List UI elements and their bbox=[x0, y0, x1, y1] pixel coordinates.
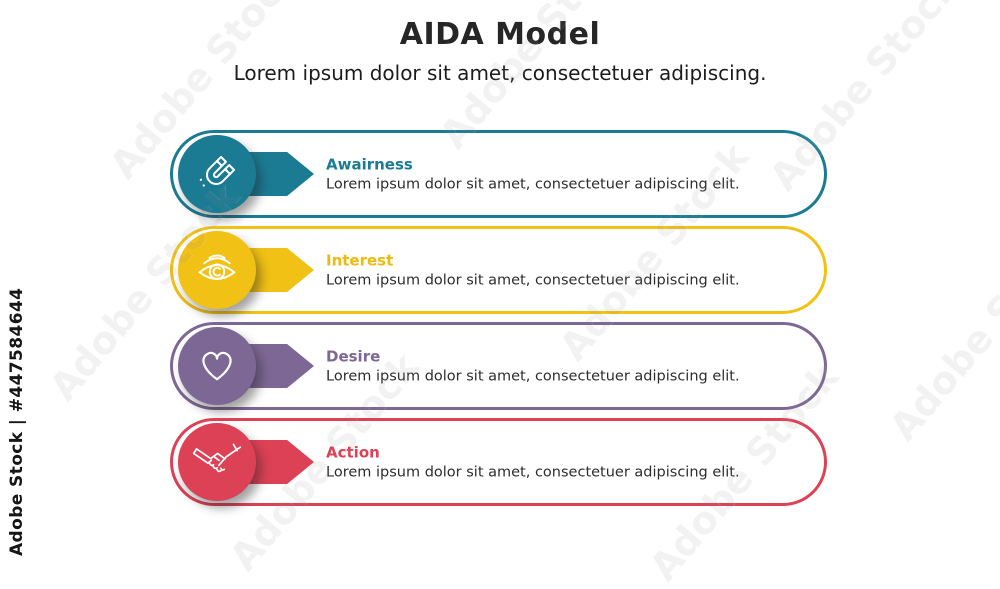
row-description: Lorem ipsum dolor sit amet, consectetuer… bbox=[326, 272, 740, 289]
row-icon-badge bbox=[178, 327, 256, 405]
handshake-icon bbox=[192, 443, 242, 473]
row-icon-badge bbox=[178, 135, 256, 213]
page-subtitle: Lorem ipsum dolor sit amet, consectetuer… bbox=[233, 61, 767, 85]
page: { "stock": { "vertical_label": "Adobe St… bbox=[7, 0, 1000, 589]
process-row-awareness: Awairness Lorem ipsum dolor sit amet, co… bbox=[170, 130, 827, 218]
row-capsule bbox=[170, 418, 827, 506]
row-text-block: Action Lorem ipsum dolor sit amet, conse… bbox=[326, 444, 740, 481]
stock-id-watermark: Adobe Stock | #447584644 bbox=[7, 287, 27, 556]
row-description: Lorem ipsum dolor sit amet, consectetuer… bbox=[326, 176, 740, 193]
page-title: AIDA Model bbox=[399, 17, 601, 52]
row-icon-badge bbox=[178, 231, 256, 309]
row-description: Lorem ipsum dolor sit amet, consectetuer… bbox=[326, 464, 740, 481]
heart-icon bbox=[202, 351, 232, 381]
row-text-block: Interest Lorem ipsum dolor sit amet, con… bbox=[326, 252, 740, 289]
row-text-block: Desire Lorem ipsum dolor sit amet, conse… bbox=[326, 348, 740, 385]
row-icon-badge bbox=[178, 423, 256, 501]
process-row-action: Action Lorem ipsum dolor sit amet, conse… bbox=[170, 418, 827, 506]
row-text-block: Awairness Lorem ipsum dolor sit amet, co… bbox=[326, 156, 740, 193]
row-title: Desire bbox=[326, 347, 381, 366]
process-row-interest: Interest Lorem ipsum dolor sit amet, con… bbox=[170, 226, 827, 314]
row-description: Lorem ipsum dolor sit amet, consectetuer… bbox=[326, 368, 740, 385]
row-title: Awairness bbox=[326, 155, 413, 174]
adobe-stock-watermark: Adobe Stock bbox=[881, 215, 1000, 449]
magnet-icon bbox=[199, 155, 236, 187]
eye-icon bbox=[198, 254, 236, 280]
row-title: Interest bbox=[326, 251, 394, 270]
process-row-desire: Desire Lorem ipsum dolor sit amet, conse… bbox=[170, 322, 827, 410]
row-title: Action bbox=[326, 443, 380, 462]
